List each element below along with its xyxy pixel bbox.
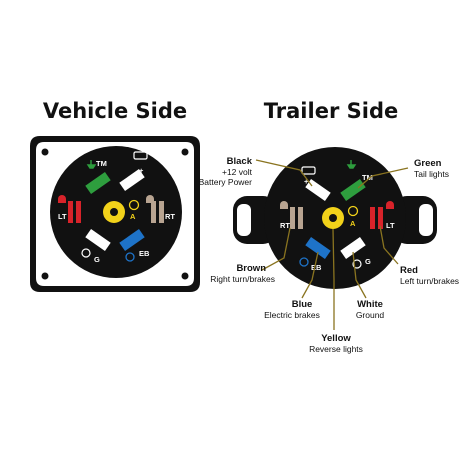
wire-color-brown: Brown (236, 263, 266, 274)
plug-right-ear-slot (419, 204, 433, 236)
leader-red (379, 225, 399, 265)
label-green: Green Tail lights (414, 158, 449, 179)
pin-label-eb: EB (139, 249, 150, 258)
leader-brown (261, 227, 291, 271)
leader-white (352, 251, 367, 299)
pin-label-plus: + (139, 166, 144, 175)
vehicle-pin-g: G (81, 229, 111, 264)
screw-hole-icon (181, 148, 189, 156)
leader-black (255, 159, 313, 187)
leader-lines (255, 159, 409, 330)
pin-label-a: A (350, 219, 356, 228)
wire-function-red: Left turn/brakes (400, 276, 459, 286)
pin-label-lt: LT (386, 221, 395, 230)
trailer-pin-a: A (322, 205, 359, 229)
label-black: Black +12 volt Battery Power (199, 156, 253, 187)
pin-label-tm: TM (362, 173, 373, 182)
wire-function-blue: Electric brakes (264, 310, 320, 320)
tail-light-icon (346, 160, 357, 169)
pin-label-lt: LT (58, 212, 67, 221)
pin-label-rt: RT (165, 212, 175, 221)
wire-function-yellow: Reverse lights (309, 344, 363, 354)
trailer-side-title: Trailer Side (264, 99, 398, 123)
turn-signal-icon (386, 201, 394, 209)
ground-icon (352, 259, 362, 269)
wire-function-brown: Right turn/brakes (210, 274, 275, 284)
label-brown: Brown Right turn/brakes (210, 263, 275, 284)
wire-function-black: +12 volt (222, 167, 253, 177)
vehicle-pin-eb: EB (119, 229, 150, 262)
screw-hole-icon (41, 272, 49, 280)
vehicle-pin-lt: LT (58, 195, 81, 223)
wire-color-blue: Blue (292, 299, 313, 310)
brake-icon (125, 252, 135, 262)
wire-color-yellow: Yellow (321, 333, 351, 344)
wire-color-black: Black (227, 156, 253, 167)
pin-label-rt: RT (280, 221, 290, 230)
pin-label-tm: TM (96, 159, 107, 168)
label-yellow: Yellow Reverse lights (309, 333, 363, 354)
plug-left-ear-slot (237, 204, 251, 236)
reverse-light-icon (128, 199, 140, 211)
vehicle-pin-tm: TM (85, 159, 111, 194)
vehicle-pin-plus: + (119, 151, 148, 191)
reverse-light-icon (347, 205, 359, 217)
battery-icon (133, 151, 148, 160)
wire-function-green: Tail lights (414, 169, 449, 179)
pin-label-eb: EB (311, 263, 322, 272)
turn-signal-icon (58, 195, 66, 203)
wire-function-black-2: Battery Power (199, 177, 253, 187)
label-white: White Ground (356, 299, 385, 320)
vehicle-socket: TM + LT A RT (30, 136, 200, 292)
wire-color-red: Red (400, 265, 418, 276)
vehicle-pin-rt: RT (146, 195, 175, 223)
label-red: Red Left turn/brakes (400, 265, 459, 286)
leader-yellow (332, 228, 335, 330)
pin-label-plus: + (304, 177, 309, 186)
trailer-pin-lt: LT (370, 201, 395, 230)
pin-label-g: G (94, 255, 100, 264)
battery-icon (301, 166, 316, 175)
pin-label-a: A (130, 212, 136, 221)
wire-color-white: White (357, 299, 383, 310)
tail-light-icon (86, 160, 97, 169)
leader-blue (301, 251, 319, 299)
trailer-plug: + TM RT A LT (233, 147, 437, 289)
label-blue: Blue Electric brakes (264, 299, 320, 320)
screw-hole-icon (41, 148, 49, 156)
trailer-pin-tm: TM (340, 160, 373, 201)
ground-icon (81, 248, 91, 258)
turn-signal-icon (146, 195, 154, 203)
turn-signal-icon (280, 201, 288, 209)
wire-color-green: Green (414, 158, 442, 169)
leader-green (357, 167, 409, 189)
wire-function-white: Ground (356, 310, 385, 320)
vehicle-side-title: Vehicle Side (43, 99, 187, 123)
pin-label-g: G (365, 257, 371, 266)
screw-hole-icon (181, 272, 189, 280)
vehicle-pin-a: A (103, 199, 140, 223)
trailer-pin-g: G (340, 237, 371, 269)
trailer-pin-eb: EB (299, 237, 331, 272)
brake-icon (299, 257, 309, 267)
trailer-pin-rt: RT (280, 201, 303, 230)
